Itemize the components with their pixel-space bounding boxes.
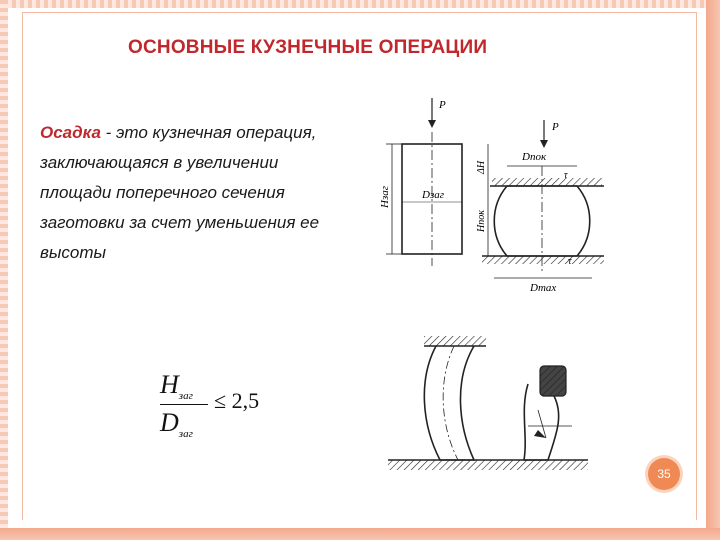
formula-denominator: Dзаг <box>160 408 193 440</box>
page-number-badge: 35 <box>648 458 680 490</box>
inner-frame-line <box>696 12 697 520</box>
force-label-left: P <box>438 99 446 111</box>
frame-top-border <box>4 0 706 8</box>
ratio-formula: Hзаг Dзаг ≤ 2,5 <box>160 370 259 440</box>
upper-die <box>492 178 602 186</box>
term-highlight: Осадка <box>40 123 101 142</box>
shear-label-bottom: τ <box>568 256 572 267</box>
frame-right-border <box>706 0 720 540</box>
force-label-right: P <box>551 121 559 133</box>
definition-text: - это кузнечная операция, заключающаяся … <box>40 123 320 262</box>
inner-frame-line <box>22 12 23 520</box>
diameter-forged-label: Dпок <box>521 151 547 163</box>
formula-numerator-symbol: H <box>160 370 179 399</box>
fraction-bar <box>160 404 208 405</box>
lower-die <box>482 256 604 264</box>
bent-blank <box>423 345 476 461</box>
diameter-blank-label: Dзаг <box>421 189 445 201</box>
formula-numerator: Hзаг <box>160 370 193 402</box>
shear-label-top: τ <box>564 170 568 181</box>
delta-height-label: ΔH <box>476 160 487 175</box>
buckling-diagram <box>388 336 588 470</box>
formula-denominator-symbol: D <box>160 408 179 438</box>
upper-die-bent <box>424 336 486 346</box>
formula-relation: ≤ 2,5 <box>214 388 260 413</box>
inner-frame-line <box>22 12 696 13</box>
formula-numerator-subscript: заг <box>178 390 193 403</box>
anvil <box>388 460 588 470</box>
frame-bottom-border <box>0 528 720 540</box>
definition-paragraph: Осадка - это кузнечная операция, заключа… <box>40 118 340 268</box>
frame-left-border <box>0 0 8 540</box>
formula-denominator-subscript: заг <box>178 428 193 441</box>
diameter-max-label: Dmax <box>529 282 556 294</box>
slide-title: ОСНОВНЫЕ КУЗНЕЧНЫЕ ОПЕРАЦИИ <box>128 37 488 58</box>
upsetting-diagram: P Hзаг Dзаг P Dпок τ ΔH Hпок τ Dmax <box>379 98 604 294</box>
height-forged-label: Hпок <box>476 210 487 233</box>
height-blank-label: Hзаг <box>379 185 391 209</box>
